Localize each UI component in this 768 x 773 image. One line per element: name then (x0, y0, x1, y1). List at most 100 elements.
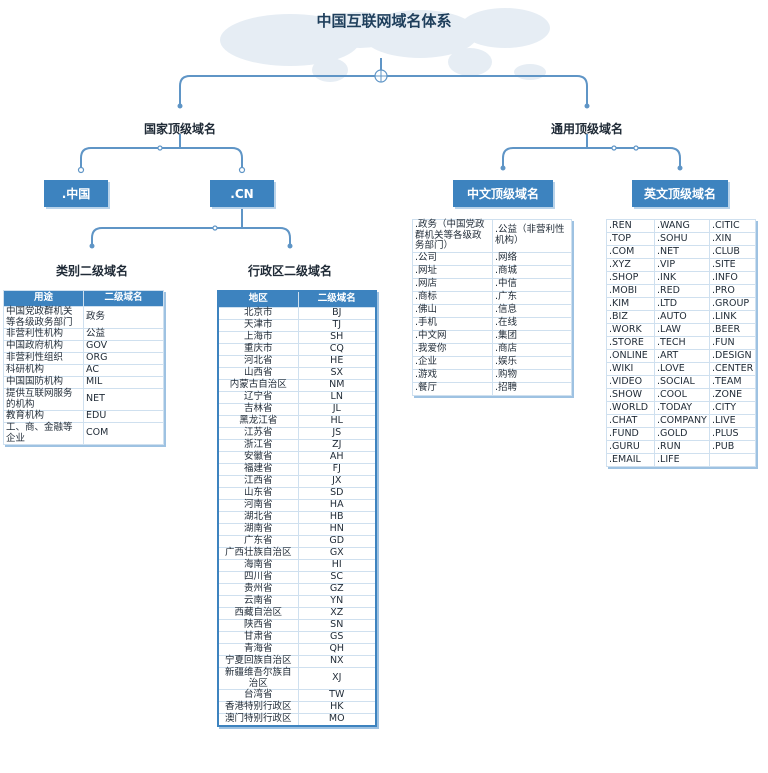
table-cell: CQ (297, 343, 377, 356)
table-cell: .商标 (412, 290, 493, 305)
table-cell: .CHAT (606, 414, 655, 428)
table-cell: 西藏自治区 (217, 607, 299, 620)
table-cell: 教育机构 (3, 410, 84, 423)
chinese-tld-table: .政务（中国党政群机关等各级政务部门）.公益（非营利性机构）.公司.网络.网址.… (412, 219, 572, 396)
table-cell: .企业 (412, 355, 493, 370)
table-cell: 河北省 (217, 355, 299, 368)
table-cell: .BIZ (606, 310, 655, 324)
table-cell: 天津市 (217, 319, 299, 332)
table-cell: .NET (654, 245, 710, 259)
table-row: .SHOW.COOL.ZONE (606, 388, 756, 402)
table-cell: JS (297, 427, 377, 440)
table-row: .XYZ.VIP.SITE (606, 258, 756, 272)
table-row: .KIM.LTD.GROUP (606, 297, 756, 311)
table-cell: .SHOP (606, 271, 655, 285)
table-cell: .SITE (709, 258, 756, 272)
table-row: .商标.广东 (412, 290, 572, 305)
table-cell: .网店 (412, 277, 493, 292)
table-cell: BJ (297, 307, 377, 320)
table-cell: .广东 (492, 290, 572, 305)
table-cell: 非营利性组织 (3, 352, 84, 365)
table-cell: .娱乐 (492, 355, 572, 370)
table-row: .COM.NET.CLUB (606, 245, 756, 259)
table-cell: GZ (297, 583, 377, 596)
table-cell: AC (83, 364, 164, 377)
table-cell: 内蒙古自治区 (217, 379, 299, 392)
table-cell: 辽宁省 (217, 391, 299, 404)
table-cell: 甘肃省 (217, 631, 299, 644)
table-cell: 湖北省 (217, 511, 299, 524)
table-cell: .RUN (654, 440, 710, 454)
table-cell: HK (297, 701, 377, 714)
table-cell: 湖南省 (217, 523, 299, 536)
table-cell: .RED (654, 284, 710, 298)
table-row: .政务（中国党政群机关等各级政务部门）.公益（非营利性机构） (412, 219, 572, 253)
table-cell: SC (297, 571, 377, 584)
table-cell: HB (297, 511, 377, 524)
table-cell: NM (297, 379, 377, 392)
table-cell: AH (297, 451, 377, 464)
table-cell: .招聘 (492, 381, 572, 396)
table-cell: .BEER (709, 323, 756, 337)
table-cell: COM (83, 422, 164, 445)
table-row: .佛山.信息 (412, 303, 572, 318)
table-cell: .LIVE (709, 414, 756, 428)
table-cell: .手机 (412, 316, 493, 331)
column-header-sld: 二级域名 (297, 290, 377, 308)
table-cell: .DESIGN (709, 349, 756, 363)
table-cell: MIL (83, 376, 164, 389)
table-cell: .佛山 (412, 303, 493, 318)
table-cell: 吉林省 (217, 403, 299, 416)
table-cell: SN (297, 619, 377, 632)
table-row: .MOBI.RED.PRO (606, 284, 756, 298)
table-row: .餐厅.招聘 (412, 381, 572, 396)
table-cell: HA (297, 499, 377, 512)
table-cell: .TOP (606, 232, 655, 246)
table-cell: 工、商、金融等企业 (3, 422, 84, 445)
table-row: .BIZ.AUTO.LINK (606, 310, 756, 324)
table-cell: .CITIC (709, 219, 756, 233)
table-cell: .XYZ (606, 258, 655, 272)
table-cell: .CENTER (709, 362, 756, 376)
table-cell: 宁夏回族自治区 (217, 655, 299, 668)
table-row: 中国党政群机关等各级政务部门政务 (3, 306, 164, 329)
table-cell: 陕西省 (217, 619, 299, 632)
table-cell: .TEAM (709, 375, 756, 389)
table-cell: SX (297, 367, 377, 380)
table-cell: GS (297, 631, 377, 644)
table-row: .企业.娱乐 (412, 355, 572, 370)
table-cell: .网络 (492, 251, 572, 266)
table-cell: TJ (297, 319, 377, 332)
table-cell: .PRO (709, 284, 756, 298)
table-cell: .信息 (492, 303, 572, 318)
table-cell: .INK (654, 271, 710, 285)
table-row: .手机.在线 (412, 316, 572, 331)
table-cell: .TODAY (654, 401, 710, 415)
page-title: 中国互联网域名体系 (316, 12, 452, 30)
table-cell: SD (297, 487, 377, 500)
table-cell: .我爱你 (412, 342, 493, 357)
table-cell: .CLUB (709, 245, 756, 259)
table-cell: YN (297, 595, 377, 608)
table-cell: .COM (606, 245, 655, 259)
table-cell: TW (297, 689, 377, 702)
table-row: .CHAT.COMPANY.LIVE (606, 414, 756, 428)
